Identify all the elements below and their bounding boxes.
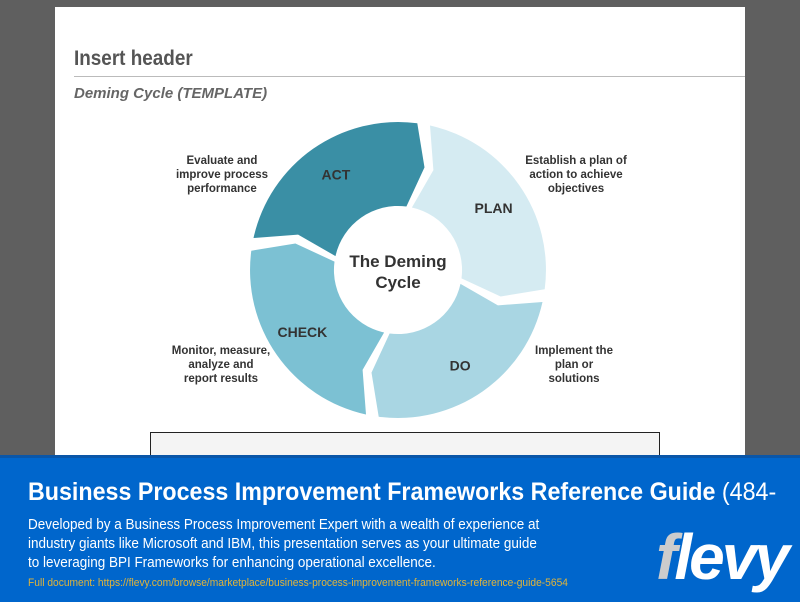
check-label: CHECK xyxy=(278,324,328,340)
banner-description: Developed by a Business Process Improvem… xyxy=(28,517,540,571)
slide: Insert header Deming Cycle (TEMPLATE) AC… xyxy=(55,7,745,494)
header-divider xyxy=(74,76,745,77)
act-segment xyxy=(253,122,425,257)
slide-subtitle: Deming Cycle (TEMPLATE) xyxy=(74,85,268,102)
document-link[interactable]: Full document: https://flevy.com/browse/… xyxy=(28,577,568,589)
do-segment xyxy=(371,283,543,418)
slide-header: Insert header xyxy=(74,47,193,70)
center-label: The Deming xyxy=(349,252,446,271)
center-label: Cycle xyxy=(375,273,420,292)
act-label: ACT xyxy=(322,166,351,182)
check-segment xyxy=(250,243,385,415)
banner-title: Business Process Improvement Frameworks … xyxy=(28,478,777,506)
do-label: DO xyxy=(450,358,471,374)
plan-segment xyxy=(411,125,546,297)
flevy-logo: flevy xyxy=(656,521,790,593)
plan-label: PLAN xyxy=(475,200,513,216)
promo-banner: Business Process Improvement Frameworks … xyxy=(0,455,800,602)
